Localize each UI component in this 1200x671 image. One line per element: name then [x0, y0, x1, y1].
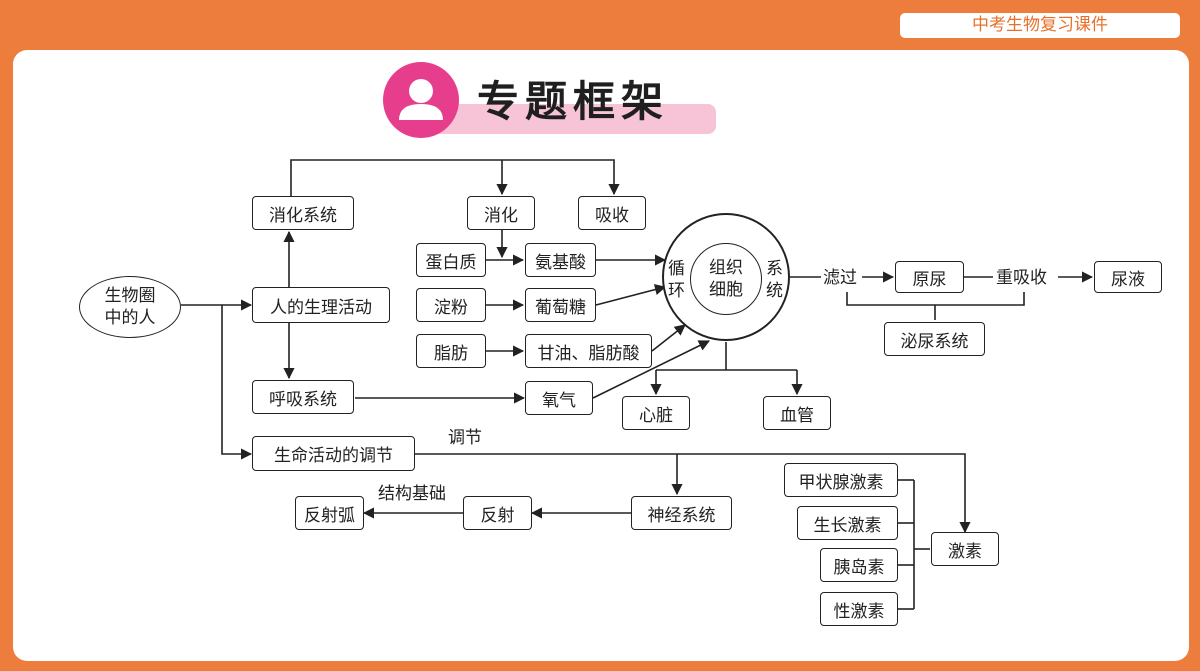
filtration-label: 滤过 — [823, 268, 857, 288]
tissue-cell-node: 组织 细胞 — [690, 243, 762, 315]
fat-node: 脂肪 — [416, 334, 486, 368]
system-char-2: 统 — [766, 281, 783, 301]
starch-node: 淀粉 — [416, 288, 486, 322]
page-title: 专题框架 — [477, 77, 670, 126]
digestive-system-node: 消化系统 — [252, 196, 354, 230]
glucose-node: 葡萄糖 — [525, 288, 596, 322]
course-label: 中考生物复习课件 — [900, 13, 1180, 38]
human-activities-node: 人的生理活动 — [252, 287, 390, 323]
oxygen-node: 氧气 — [525, 381, 593, 415]
regulate-label: 调节 — [448, 428, 482, 448]
person-icon — [383, 62, 459, 138]
tissue-line2: 细胞 — [709, 280, 743, 300]
nervous-system-node: 神经系统 — [631, 496, 732, 530]
blood-vessel-node: 血管 — [763, 396, 831, 430]
insulin-node: 胰岛素 — [820, 548, 898, 582]
title-band — [413, 104, 716, 134]
heart-node: 心脏 — [622, 396, 690, 430]
respiratory-system-node: 呼吸系统 — [252, 380, 354, 414]
regulation-node: 生命活动的调节 — [252, 436, 415, 471]
reflex-arc-node: 反射弧 — [295, 496, 364, 530]
tissue-line1: 组织 — [709, 258, 743, 278]
hormones-node: 激素 — [931, 532, 999, 566]
urine-node: 尿液 — [1094, 261, 1162, 293]
primary-urine-node: 原尿 — [895, 261, 964, 293]
absorption-node: 吸收 — [578, 196, 646, 230]
title-banner: 专题框架 — [383, 62, 718, 140]
amino-acid-node: 氨基酸 — [525, 243, 596, 277]
structure-basis-label: 结构基础 — [378, 484, 446, 504]
reflex-node: 反射 — [463, 496, 532, 530]
urinary-system-node: 泌尿系统 — [884, 322, 985, 356]
circulation-char-2: 环 — [668, 281, 685, 301]
circulation-char-1: 循 — [668, 259, 685, 279]
system-char-1: 系 — [766, 259, 783, 279]
digestion-node: 消化 — [467, 196, 535, 230]
growth-hormone-node: 生长激素 — [797, 506, 898, 540]
root-line1: 生物圈 — [104, 286, 156, 306]
root-line2: 中的人 — [104, 308, 156, 328]
reabsorption-label: 重吸收 — [996, 268, 1047, 288]
protein-node: 蛋白质 — [416, 243, 486, 277]
root-node: 生物圈 中的人 — [79, 276, 181, 338]
glycerol-fatty-acid-node: 甘油、脂肪酸 — [525, 334, 652, 368]
sex-hormone-node: 性激素 — [820, 592, 898, 626]
thyroid-hormone-node: 甲状腺激素 — [784, 463, 898, 497]
